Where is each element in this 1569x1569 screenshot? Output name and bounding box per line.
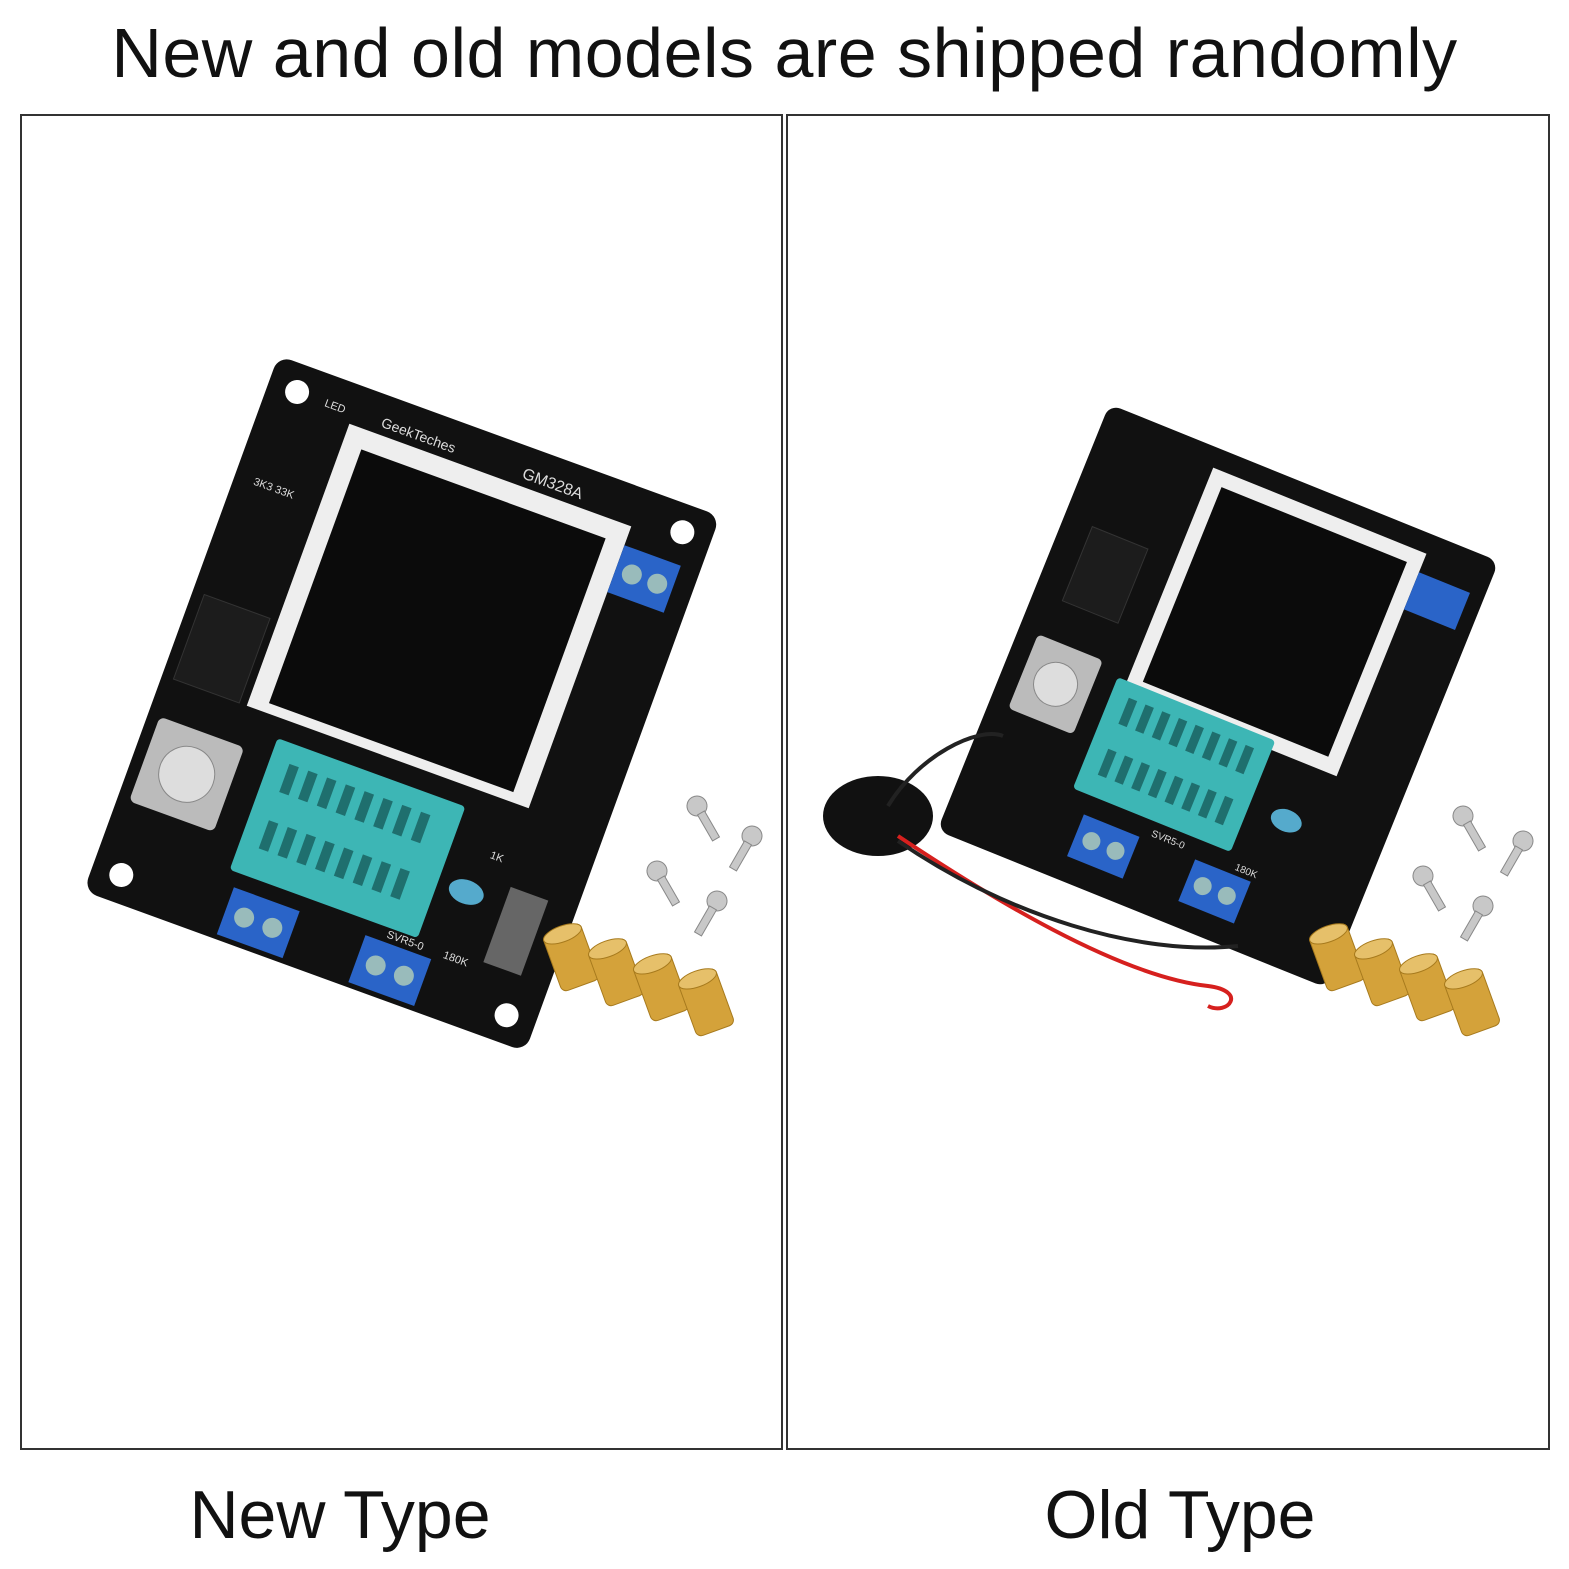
terminal-block-3 — [607, 545, 681, 613]
new-type-product-photo: GeekTeches GM328A LED 3K3 33K 1K — [87, 359, 763, 1048]
battery-clip — [823, 776, 933, 856]
probe-tip — [448, 879, 484, 905]
new-type-panel: GeekTeches GM328A LED 3K3 33K 1K — [20, 114, 783, 1450]
old-type-panel: SVR5-0 180K — [786, 114, 1550, 1450]
black-wire — [886, 732, 1004, 808]
terminal-block-1 — [216, 887, 300, 959]
new-type-caption: New Type — [189, 1477, 491, 1553]
lcd-screen — [268, 449, 606, 793]
headline: New and old models are shipped randomly — [111, 14, 1458, 92]
old-type-caption: Old Type — [1044, 1477, 1316, 1553]
dc-jack — [1061, 525, 1149, 624]
brass-standoffs — [1309, 923, 1500, 1037]
old-type-product-photo: SVR5-0 180K — [823, 407, 1534, 1037]
resistor-1k-label: 1K — [488, 849, 505, 865]
terminal-block-2 — [1178, 859, 1251, 924]
lcd-screen — [1142, 487, 1407, 757]
terminal-block-1 — [1067, 814, 1140, 879]
probe-tip — [1270, 808, 1302, 833]
dc-jack — [172, 593, 271, 704]
terminal-block-3 — [1403, 572, 1470, 630]
brass-standoffs — [543, 923, 734, 1037]
screws — [646, 795, 763, 937]
pads — [483, 886, 549, 976]
screws — [1412, 805, 1534, 942]
terminal-block-2 — [348, 935, 432, 1007]
